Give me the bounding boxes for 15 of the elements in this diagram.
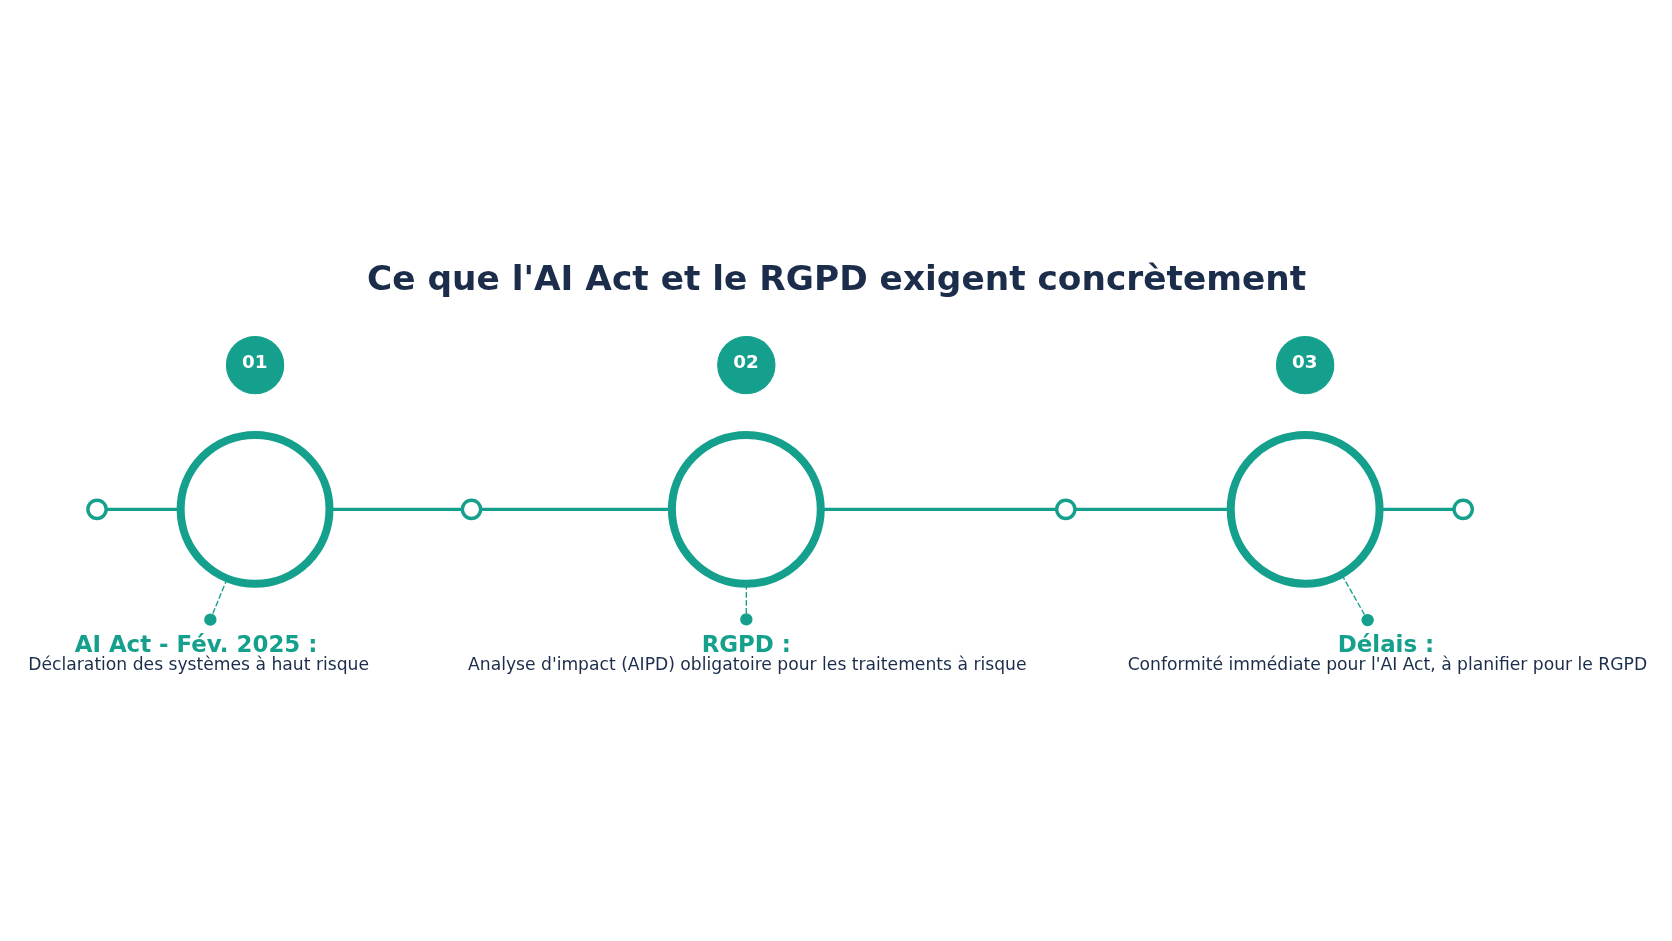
node-circle: 02 xyxy=(716,335,776,394)
connector xyxy=(105,507,180,511)
node-circle xyxy=(460,497,482,520)
node-text: RGPD : Analyse d'impact (AIPD) obligatoire pour les traitements à risque xyxy=(467,630,1026,674)
node-circle: 01 xyxy=(225,335,284,394)
diagram-title: Ce que l'AI Act et le RGPD exigent concrètement xyxy=(366,257,1306,297)
node-text: AI Act - Fév. 2025 : Déclaration des systèmes à haut risque xyxy=(27,630,369,674)
node-circle xyxy=(1451,497,1474,520)
node-circle xyxy=(176,430,333,588)
node-text: Délais : Conformité immédiate pour l'AI Act, à planifier pour le RGPD xyxy=(1127,630,1647,674)
node-circle xyxy=(85,497,108,520)
node-circle xyxy=(667,430,825,588)
node-circle: 03 xyxy=(1275,335,1334,394)
node-circle xyxy=(1054,497,1077,520)
node-circle xyxy=(1226,430,1384,588)
